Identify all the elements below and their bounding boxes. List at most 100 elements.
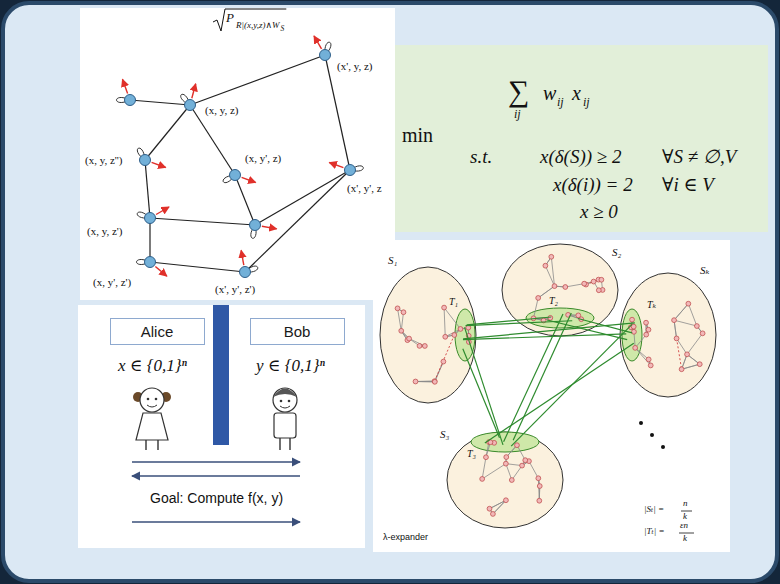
gradient-arrow <box>329 162 343 167</box>
bob-body <box>274 413 296 438</box>
graph-vertex <box>250 220 261 231</box>
cluster-edge <box>398 308 402 330</box>
cluster-vertex <box>644 320 649 325</box>
cluster-vertex <box>487 506 492 511</box>
message-arrow <box>132 461 300 462</box>
expander-edge <box>511 324 632 446</box>
vertex-label: (x', y', z') <box>214 283 256 296</box>
gradient-arrow <box>314 36 322 49</box>
cluster-vertex <box>537 498 542 503</box>
input-label: x ∈ {0,1}ⁿ <box>118 356 187 376</box>
formula-text: x <box>572 82 581 105</box>
cluster-vertex <box>694 324 699 329</box>
cluster-vertex <box>536 476 541 481</box>
cluster-vertex <box>537 484 542 489</box>
expander-edge <box>578 318 632 332</box>
cluster-edge <box>687 333 703 354</box>
constraint-quantifier: ∀i ∈ V <box>662 174 714 196</box>
constraint-text: x(δ(S)) ≥ 2 <box>540 146 622 168</box>
cluster-vertex <box>552 284 557 289</box>
expander-edge <box>513 313 571 440</box>
message-arrow <box>132 475 300 476</box>
cluster-vertex <box>582 281 587 286</box>
cluster-vertex <box>630 317 635 322</box>
alice-dress <box>136 413 168 440</box>
gradient-arrow <box>241 250 244 265</box>
cluster-vertex <box>697 362 702 367</box>
cluster-edge <box>416 381 435 382</box>
alice-eye <box>155 398 158 401</box>
communication-panel <box>78 305 365 548</box>
gradient-arrow <box>155 266 166 276</box>
input-label: y ∈ {0,1}ⁿ <box>256 356 325 376</box>
cluster-edge <box>682 364 700 369</box>
cluster-vertex <box>442 305 447 310</box>
cluster-vertex <box>503 461 508 466</box>
vertex-label: (x', y', z <box>346 182 383 195</box>
weight-subscript: R|(x,y,z)∧W <box>236 20 280 30</box>
sum-index: ij <box>514 108 521 122</box>
cluster-outline <box>620 273 716 397</box>
cluster-vertex <box>491 512 496 517</box>
cluster-label: S₂ <box>612 246 621 259</box>
expander-edge <box>463 349 500 438</box>
cluster-vertex <box>407 336 412 341</box>
graph-vertex <box>145 213 156 224</box>
graph-edge <box>245 170 350 272</box>
cluster-vertex <box>432 379 437 384</box>
expander-panel <box>373 240 730 552</box>
cluster-edge <box>493 500 506 514</box>
expander-edge <box>466 321 573 326</box>
size-formula: k <box>683 533 687 543</box>
terminal-label: T₃ <box>466 448 477 460</box>
expander-edge <box>504 314 563 442</box>
cluster-edge <box>635 348 651 366</box>
cluster-label: S₁ <box>388 254 397 267</box>
graph-edge <box>145 105 190 160</box>
graph-vertex <box>320 50 331 61</box>
cluster-vertex <box>576 313 581 318</box>
vertex-label: (x, y, z') <box>86 225 123 238</box>
cluster-vertex <box>599 277 604 282</box>
cluster-vertex <box>633 345 638 350</box>
formula-subscript: ij <box>557 96 564 110</box>
gradient-arrow <box>262 226 277 229</box>
graph-panel <box>80 8 395 300</box>
gradient-arrow <box>242 177 256 182</box>
cluster-label: S₃ <box>440 428 449 441</box>
bob-hair <box>273 389 297 398</box>
graph-edge <box>235 175 255 225</box>
backdrop <box>3 3 777 581</box>
alice-eye <box>147 398 150 401</box>
cluster-vertex <box>543 263 548 268</box>
graph-vertex <box>230 170 241 181</box>
cluster-vertex <box>395 306 400 311</box>
constraint-keyword: s.t. <box>470 146 492 168</box>
cluster-vertex <box>523 458 528 463</box>
vertex-label: (x, y, z'') <box>84 154 123 167</box>
constraint-quantifier: ∀S ≠ ∅,V <box>662 146 736 168</box>
cluster-vertex <box>515 443 520 448</box>
graph-vertex <box>185 100 196 111</box>
cluster-edge <box>674 304 688 320</box>
size-formula: k <box>683 511 687 521</box>
graph-edge <box>130 100 190 105</box>
bob-eye <box>280 400 283 403</box>
cluster-edge <box>674 320 697 326</box>
alice-head <box>140 388 164 412</box>
formula-subscript: ij <box>583 96 590 110</box>
alice-leg <box>145 440 146 450</box>
cluster-vertex <box>520 463 525 468</box>
cluster-edge <box>565 284 584 287</box>
bob-head <box>273 388 297 412</box>
vertex-label: (x, y, z) <box>204 104 240 117</box>
cluster-edge <box>682 364 700 369</box>
vertex-label: (x, y', z) <box>244 152 282 165</box>
cluster-vertex <box>458 327 463 332</box>
graph-vertex <box>140 155 151 166</box>
cluster-vertex <box>452 333 457 338</box>
bob-leg <box>279 438 280 450</box>
size-formula: |Sₜ| = <box>644 504 664 514</box>
vertex-label: (x', y, z) <box>336 60 373 73</box>
